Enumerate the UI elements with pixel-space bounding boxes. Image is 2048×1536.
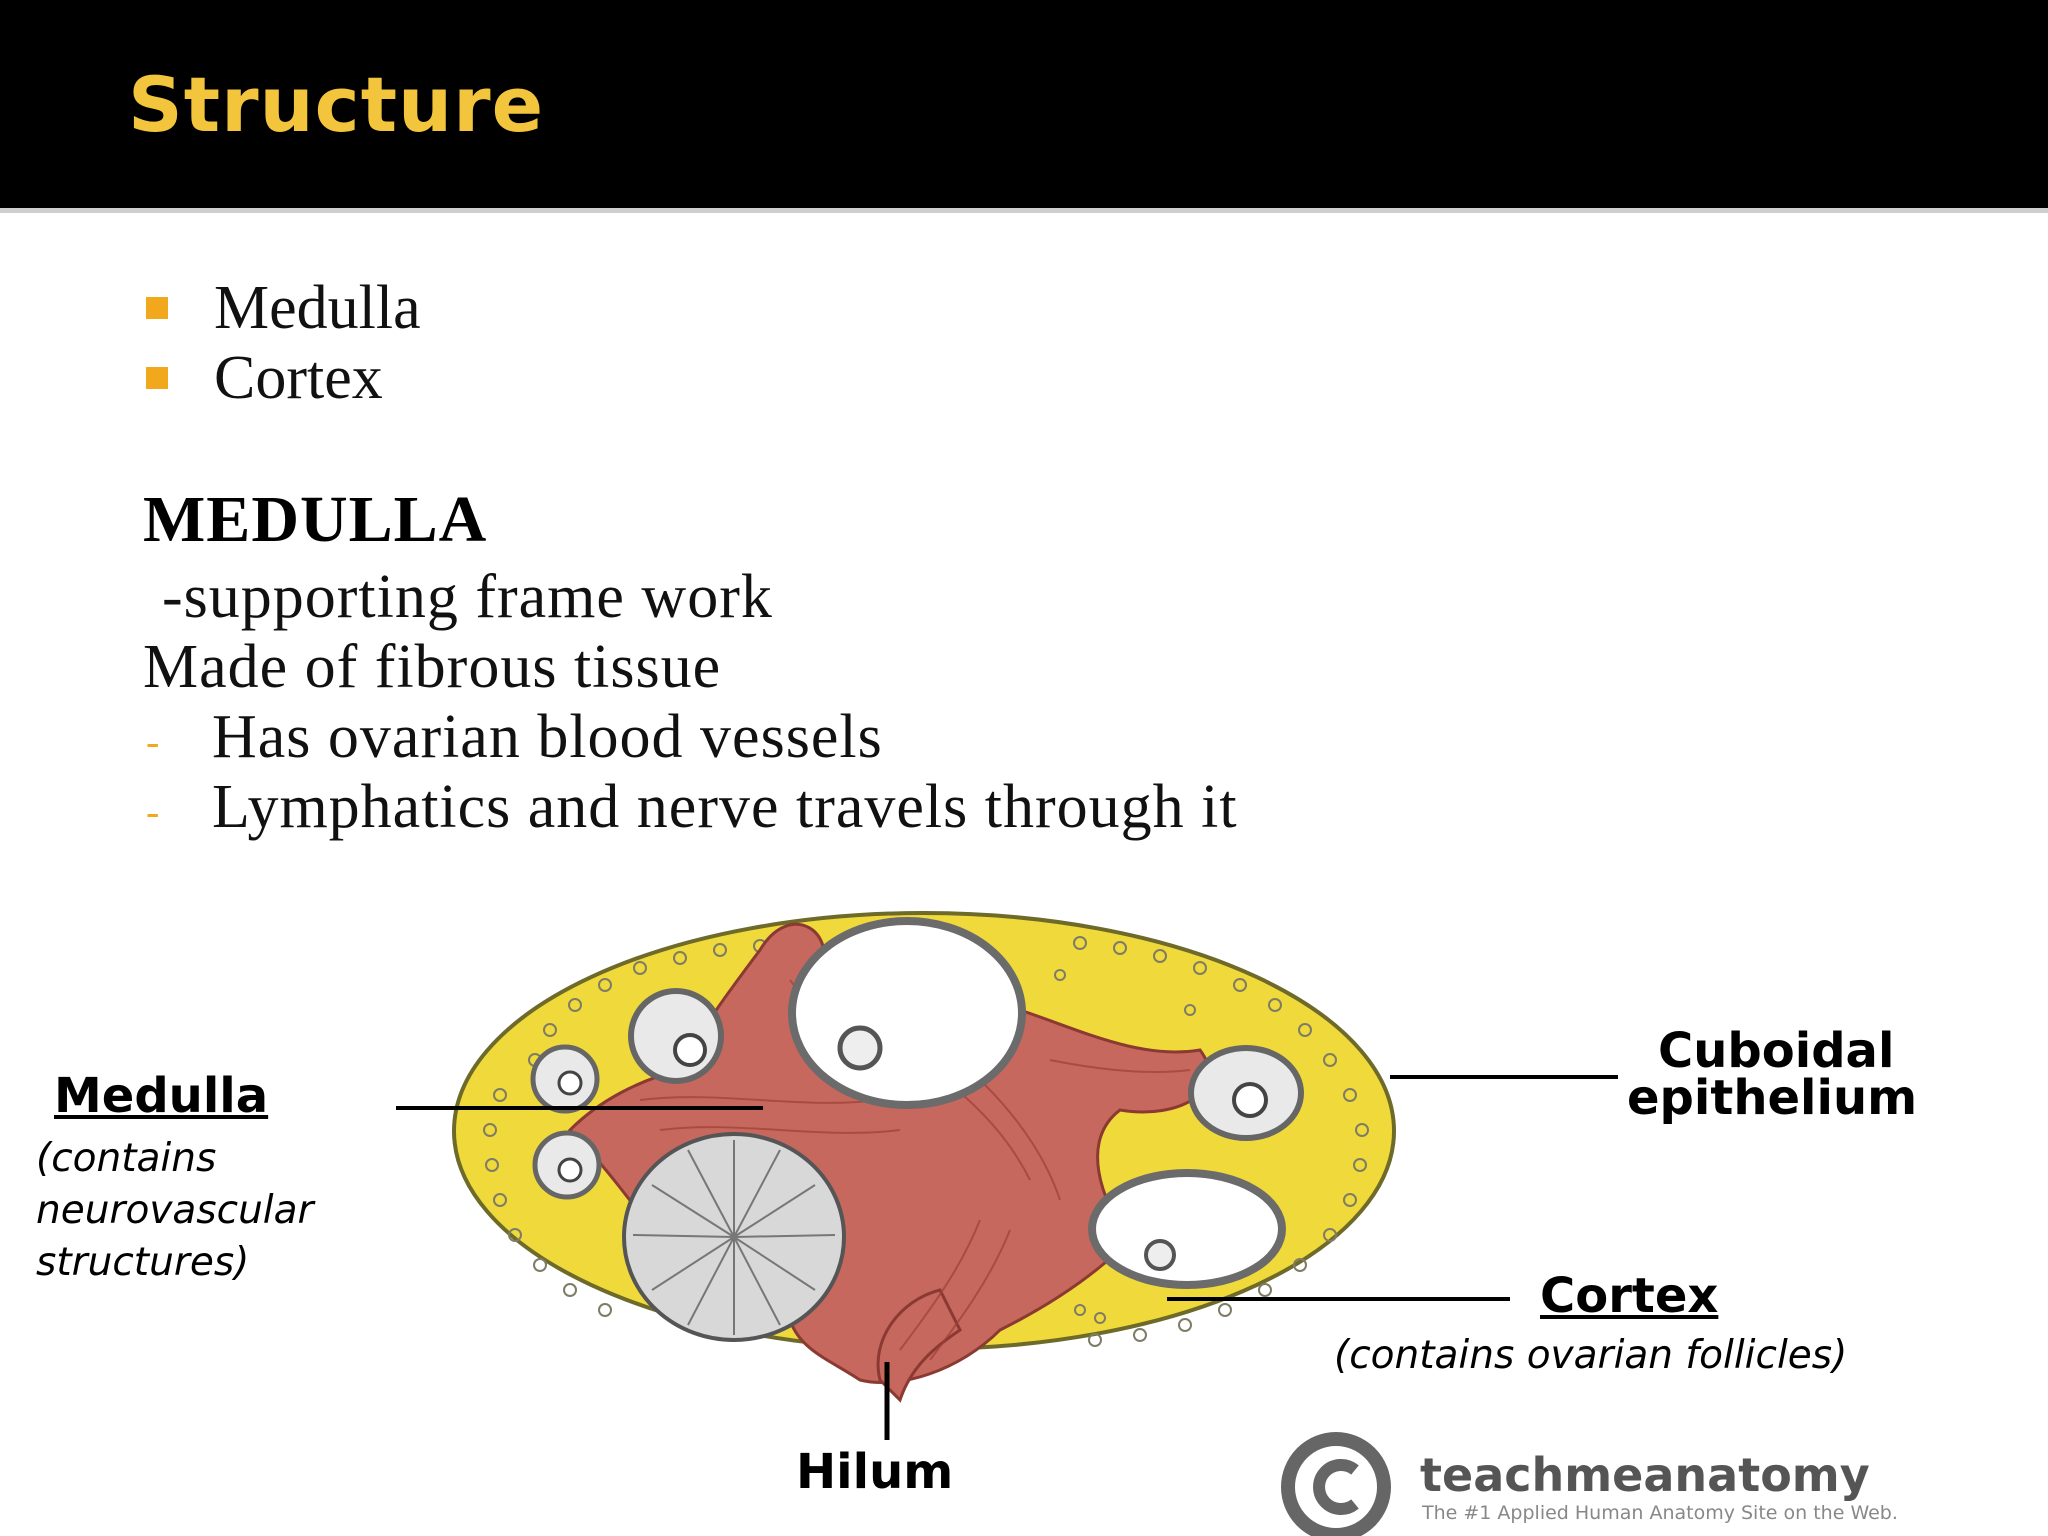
bullet-item: Medulla: [146, 273, 421, 343]
header-divider: [0, 208, 2048, 213]
bullet-item: Cortex: [146, 343, 383, 413]
bullet-square-icon: [146, 367, 168, 389]
medulla-note: neurovascular: [36, 1188, 314, 1233]
copyright-icon: [1281, 1432, 1391, 1536]
ovary-cross-section-diagram: [396, 911, 1618, 1536]
bullet-square-icon: [146, 297, 168, 319]
hilum-label: Hilum: [796, 1444, 954, 1500]
dash-icon: -: [146, 719, 160, 764]
cuboidal-label: Cuboidal: [1658, 1023, 1895, 1079]
cortex-note: (contains ovarian follicles): [1334, 1333, 1848, 1378]
dash-item: Lymphatics and nerve travels through it: [212, 773, 1238, 841]
body-line: Made of fibrous tissue: [143, 633, 722, 701]
section-heading: MEDULLA: [143, 483, 488, 556]
logo-name: teachmeanatomy: [1420, 1448, 1870, 1502]
cuboidal-label: epithelium: [1627, 1070, 1918, 1126]
rim-follicles: [483, 936, 1369, 1347]
large-follicle: [788, 917, 1026, 1109]
body-line: -supporting frame work: [162, 563, 773, 631]
corpus-rays: [632, 1140, 836, 1335]
bullet-text: Medulla: [214, 273, 421, 342]
logo-tagline: The #1 Applied Human Anatomy Site on the…: [1422, 1502, 1898, 1524]
medulla-note: (contains: [36, 1136, 217, 1181]
dash-item: Has ovarian blood vessels: [212, 703, 883, 771]
medulla-label: Medulla: [54, 1068, 269, 1124]
bullet-text: Cortex: [214, 343, 383, 412]
follicle-right: [1088, 1169, 1286, 1289]
slide-title: Structure: [128, 60, 545, 149]
slide-header: [0, 0, 2048, 208]
cortex-label: Cortex: [1540, 1268, 1719, 1324]
medulla-note: structures): [36, 1240, 250, 1285]
dash-icon: -: [146, 789, 160, 834]
